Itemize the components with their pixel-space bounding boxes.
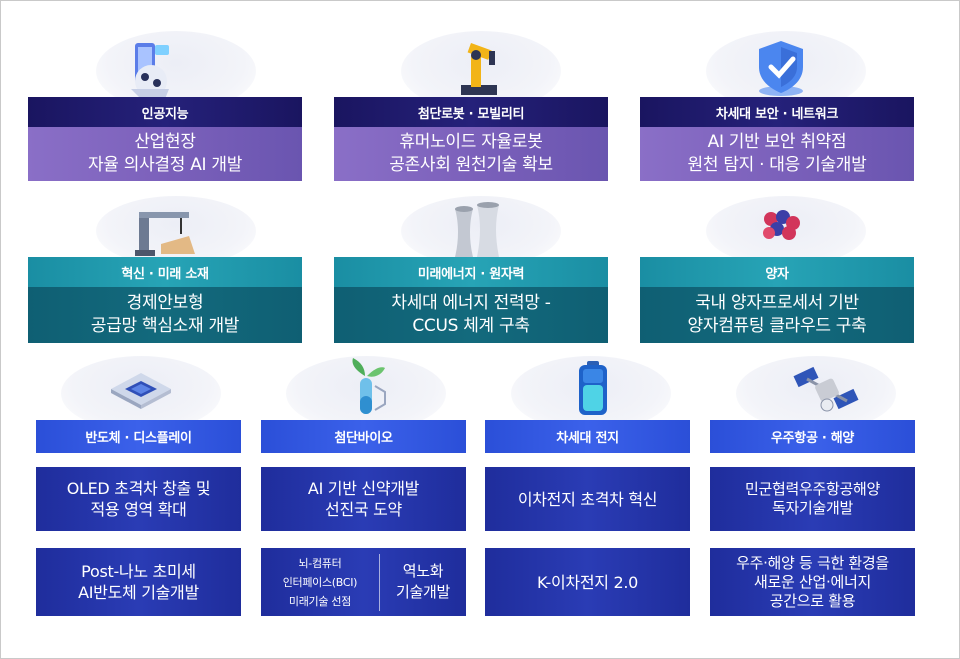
microchip-icon	[111, 373, 171, 409]
card-line: 우주·해양 등 극한 환경을	[736, 553, 889, 572]
card-line: OLED 초격차 창출 및	[66, 479, 211, 498]
card-line: 원천 탐지 · 대응 기술개발	[687, 155, 867, 175]
card-bio: 첨단바이오 AI 기반 신약개발 선진국 도약	[261, 420, 466, 533]
quantum-atom-icon	[763, 210, 800, 240]
card-line: 적용 영역 확대	[90, 500, 187, 519]
test-tube-plant-icon	[352, 358, 386, 414]
card-space: 우주항공 · 해양 민군협력우주항공해양 독자기술개발	[710, 420, 915, 533]
card-line: CCUS 체계 구축	[412, 316, 530, 336]
card-line: 공급망 핵심소재 개발	[90, 316, 240, 336]
card-battery: 차세대 전지 이차전지 초격차 혁신	[485, 420, 690, 533]
card-body: AI 기반 신약개발 선진국 도약	[261, 467, 466, 531]
card-body: 차세대 에너지 전력망 - CCUS 체계 구축	[334, 287, 608, 343]
card-line: Post-나노 초미세	[81, 562, 196, 581]
card-line: AI 기반 신약개발	[307, 479, 420, 498]
robot-ai-icon	[131, 43, 169, 99]
card-header: 반도체 · 디스플레이	[36, 420, 241, 453]
card-battery-detail: K-이차전지 2.0	[485, 548, 690, 616]
card-line: 선진국 도약	[325, 500, 402, 519]
card-line: 국내 양자프로세서 기반	[695, 293, 859, 313]
card-line: 새로운 산업·에너지	[754, 572, 871, 591]
card-body: 이차전지 초격차 혁신	[485, 467, 690, 531]
card-energy: 미래에너지 · 원자력 차세대 에너지 전력망 - CCUS 체계 구축	[334, 257, 608, 349]
icon-halo	[736, 356, 896, 431]
icon-halo	[96, 196, 256, 266]
card-line: 뇌-컴퓨터	[298, 556, 342, 570]
cooling-tower-icon	[455, 202, 499, 257]
card-line: 경제안보형	[126, 293, 204, 313]
card-semiconductor: 반도체 · 디스플레이 OLED 초격차 창출 및 적용 영역 확대	[36, 420, 241, 533]
card-body: 국내 양자프로세서 기반 양자컴퓨팅 클라우드 구축	[640, 287, 914, 343]
card-line: AI 기반 보안 취약점	[707, 132, 847, 152]
card-quantum: 양자 국내 양자프로세서 기반 양자컴퓨팅 클라우드 구축	[640, 257, 914, 349]
card-line: 자율 의사결정 AI 개발	[87, 155, 243, 175]
industrial-robot-arm-icon	[461, 43, 497, 95]
card-semiconductor-detail: Post-나노 초미세 AI반도체 기술개발	[36, 548, 241, 616]
card-line: 양자컴퓨팅 클라우드 구축	[687, 316, 867, 336]
card-body: 민군협력우주항공해양 독자기술개발	[710, 467, 915, 531]
card-header: 미래에너지 · 원자력	[334, 257, 608, 287]
card-body: 산업현장 자율 의사결정 AI 개발	[28, 127, 302, 181]
card-header: 혁신 · 미래 소재	[28, 257, 302, 287]
crane-materials-icon	[135, 212, 195, 256]
card-line: 차세대 에너지 전력망 -	[391, 293, 551, 313]
card-header: 차세대 보안 · 네트워크	[640, 97, 914, 127]
card-line: 민군협력우주항공해양	[744, 480, 880, 498]
card-body: 휴머노이드 자율로봇 공존사회 원천기술 확보	[334, 127, 608, 181]
card-body: OLED 초격차 창출 및 적용 영역 확대	[36, 467, 241, 531]
card-header: 첨단로봇 · 모빌리티	[334, 97, 608, 127]
card-body: AI 기반 보안 취약점 원천 탐지 · 대응 기술개발	[640, 127, 914, 181]
card-header: 인공지능	[28, 97, 302, 127]
card-robot: 첨단로봇 · 모빌리티 휴머노이드 자율로봇 공존사회 원천기술 확보	[334, 97, 608, 185]
card-line: K-이차전지 2.0	[537, 572, 638, 592]
card-line: 산업현장	[134, 132, 196, 152]
card-bio-detail: 뇌-컴퓨터 인터페이스(BCI) 미래기술 선점 역노화 기술개발	[261, 548, 466, 616]
split-right: 역노화 기술개발	[380, 561, 466, 603]
card-space-detail: 우주·해양 등 극한 환경을 새로운 산업·에너지 공간으로 활용	[710, 548, 915, 616]
shield-check-icon	[759, 41, 803, 96]
card-header: 첨단바이오	[261, 420, 466, 453]
card-line: 휴머노이드 자율로봇	[399, 132, 543, 152]
card-header: 우주항공 · 해양	[710, 420, 915, 453]
card-line: 기술개발	[395, 583, 450, 601]
card-line: 인터페이스(BCI)	[282, 575, 358, 589]
card-line: 공존사회 원천기술 확보	[389, 155, 553, 175]
battery-icon	[579, 361, 607, 415]
card-line: 이차전지 초격차 혁신	[517, 489, 658, 509]
split-body: 뇌-컴퓨터 인터페이스(BCI) 미래기술 선점 역노화 기술개발	[261, 548, 466, 616]
card-security: 차세대 보안 · 네트워크 AI 기반 보안 취약점 원천 탐지 · 대응 기술…	[640, 97, 914, 185]
card-line: 공간으로 활용	[769, 591, 856, 610]
card-line: 독자기술개발	[771, 499, 853, 517]
card-ai: 인공지능 산업현장 자율 의사결정 AI 개발	[28, 97, 302, 185]
satellite-icon	[793, 366, 859, 412]
card-line: 역노화	[402, 562, 444, 580]
card-materials: 혁신 · 미래 소재 경제안보형 공급망 핵심소재 개발	[28, 257, 302, 349]
card-header: 차세대 전지	[485, 420, 690, 453]
card-header: 양자	[640, 257, 914, 287]
card-line: AI반도체 기술개발	[78, 583, 199, 602]
card-line: 미래기술 선점	[288, 594, 351, 608]
split-left: 뇌-컴퓨터 인터페이스(BCI) 미래기술 선점	[261, 553, 380, 611]
card-body: 경제안보형 공급망 핵심소재 개발	[28, 287, 302, 343]
